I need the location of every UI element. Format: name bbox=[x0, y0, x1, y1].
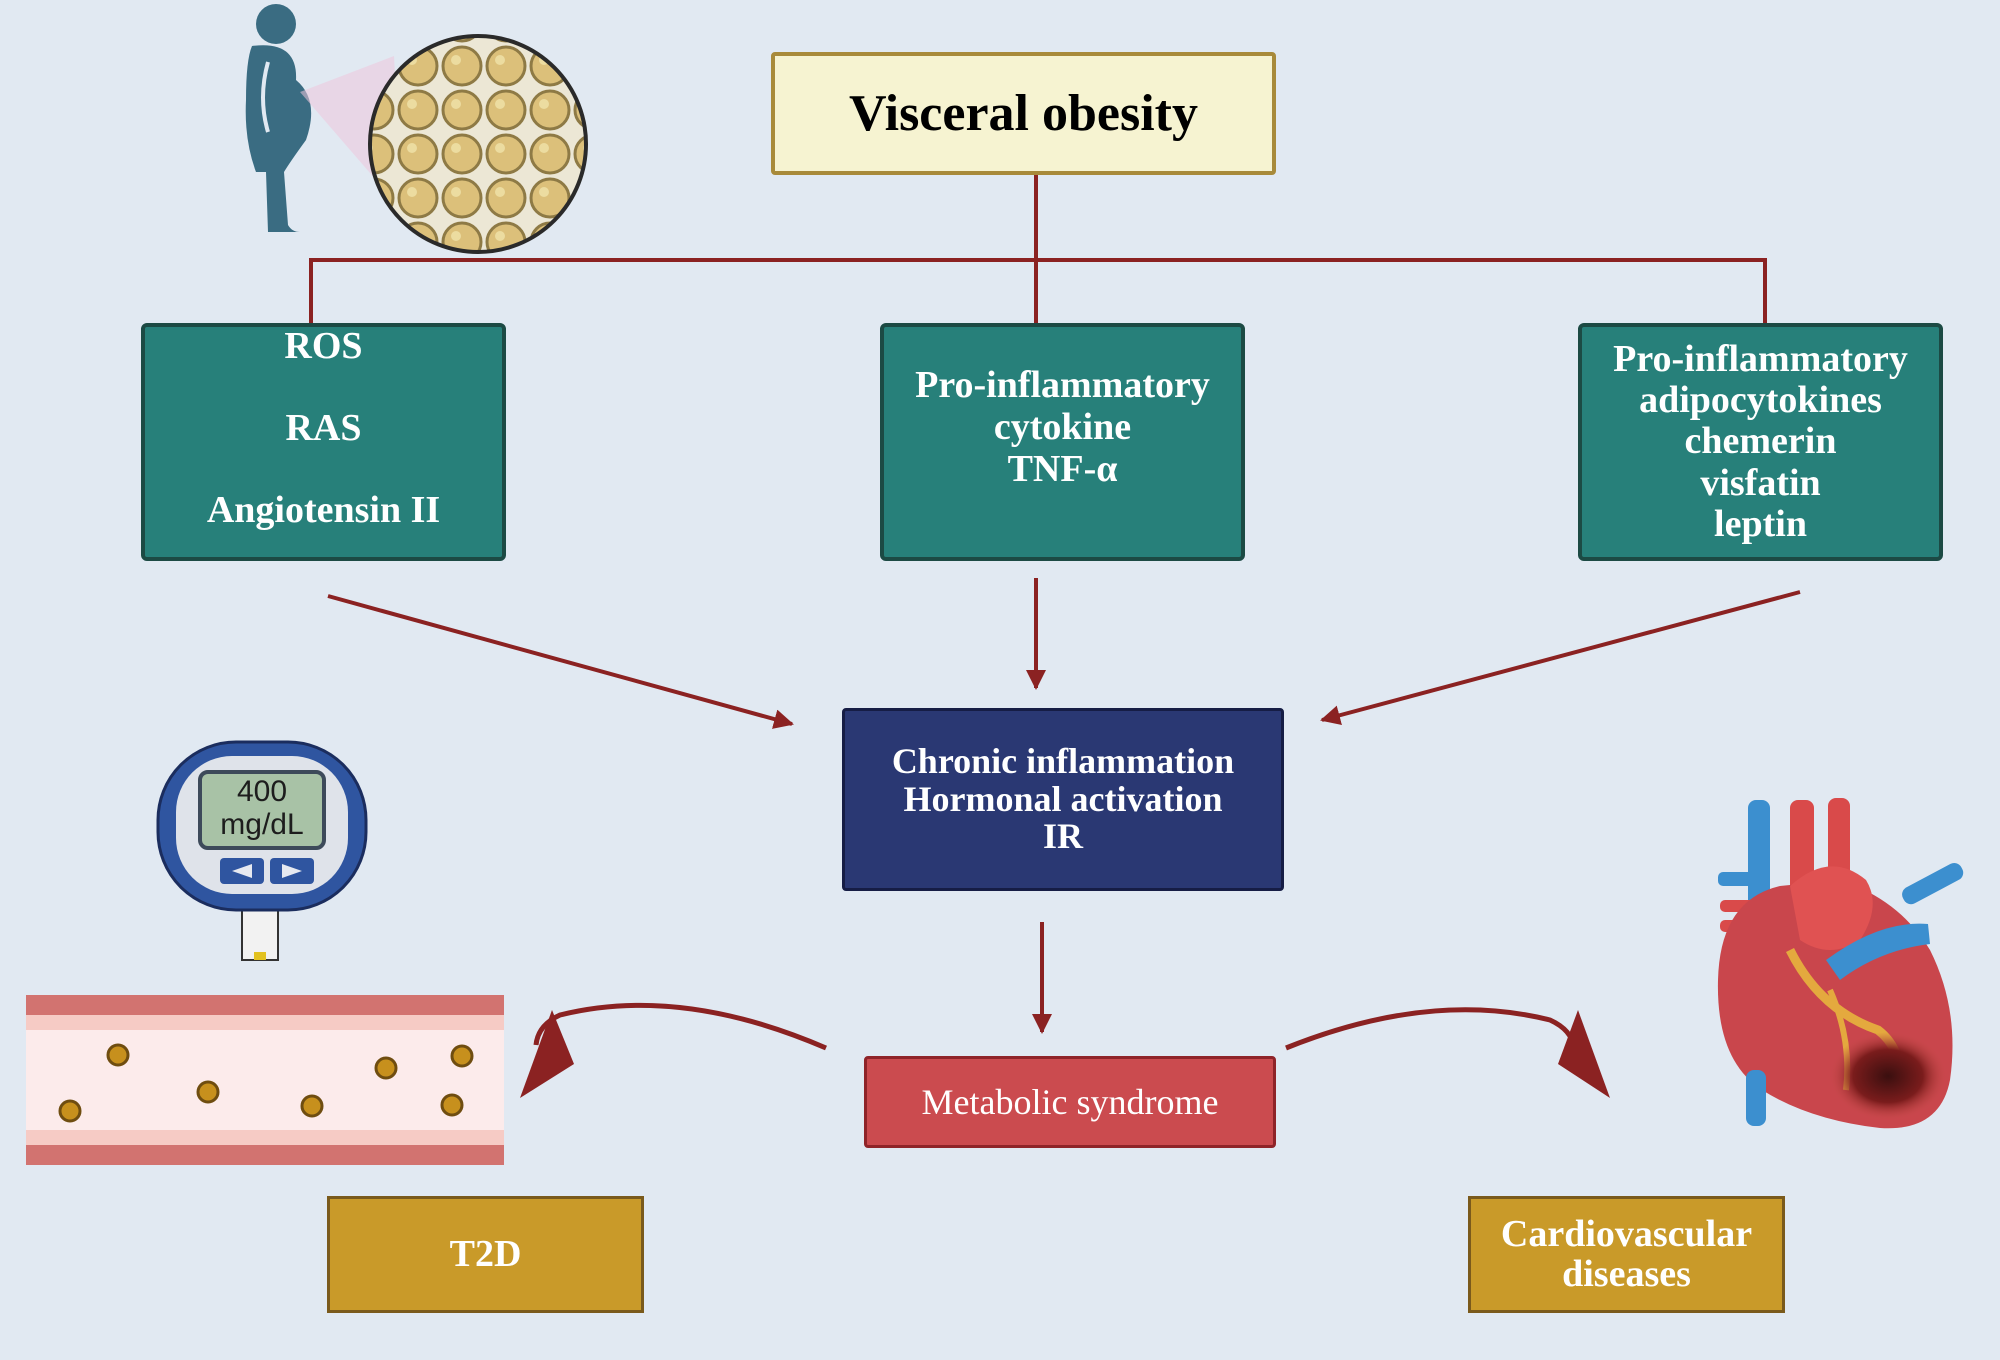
adipocytokines-line-2: adipocytokines bbox=[1639, 379, 1882, 422]
glucometer-icon bbox=[156, 740, 368, 961]
cytokine-box: Pro-inflammatory cytokine TNF-α bbox=[880, 323, 1245, 561]
t2d-label: T2D bbox=[449, 1232, 522, 1275]
metabolic-syndrome-box: Metabolic syndrome bbox=[864, 1056, 1276, 1148]
cvd-label-line-2: diseases bbox=[1562, 1252, 1691, 1295]
adipocytokines-line-1: Pro-inflammatory bbox=[1613, 338, 1908, 381]
visceral-obesity-box: Visceral obesity bbox=[771, 52, 1276, 175]
adipocytokines-line-3: chemerin bbox=[1684, 420, 1837, 463]
adipose-tissue-icon bbox=[368, 34, 588, 254]
arrow-ros-to-central bbox=[327, 594, 794, 729]
adipocytokines-box: Pro-inflammatory adipocytokines chemerin… bbox=[1578, 323, 1943, 561]
ir-label: IR bbox=[1042, 816, 1083, 857]
hormonal-activation-label: Hormonal activation bbox=[903, 778, 1223, 819]
blood-vessel-icon bbox=[26, 995, 504, 1165]
curved-arrow-to-t2d bbox=[520, 1002, 827, 1098]
cytokine-line-1: Pro-inflammatory bbox=[915, 364, 1210, 407]
glucose-value: 400 bbox=[236, 775, 288, 808]
adipocytokines-line-5: leptin bbox=[1714, 502, 1807, 545]
visceral-obesity-label: Visceral obesity bbox=[849, 85, 1198, 142]
ros-pathway-box: ROS RAS Angiotensin II bbox=[141, 323, 506, 561]
angiotensin-label: Angiotensin II bbox=[206, 489, 441, 531]
curved-arrow-to-cvd bbox=[1285, 1007, 1610, 1098]
cytokine-line-3: TNF-α bbox=[1007, 447, 1118, 490]
metabolic-syndrome-label: Metabolic syndrome bbox=[921, 1082, 1219, 1122]
arrow-adipocytokines-to-central bbox=[1320, 590, 1801, 726]
glucose-unit: mg/dL bbox=[220, 808, 304, 841]
title-connector bbox=[309, 175, 1767, 323]
central-effects-box: Chronic inflammation Hormonal activation… bbox=[842, 708, 1284, 891]
cardiovascular-box: Cardiovascular diseases bbox=[1468, 1196, 1785, 1313]
heart-icon bbox=[1717, 798, 1964, 1129]
t2d-box: T2D bbox=[327, 1196, 644, 1313]
adipocytokines-line-4: visfatin bbox=[1700, 461, 1821, 504]
chronic-inflammation-label: Chronic inflammation bbox=[891, 741, 1235, 782]
cvd-label-line-1: Cardiovascular bbox=[1500, 1212, 1753, 1255]
cytokine-line-2: cytokine bbox=[993, 406, 1132, 449]
glucometer-display: 400 mg/dL bbox=[208, 775, 316, 841]
ros-label: ROS bbox=[284, 325, 363, 367]
ras-label: RAS bbox=[285, 407, 362, 449]
